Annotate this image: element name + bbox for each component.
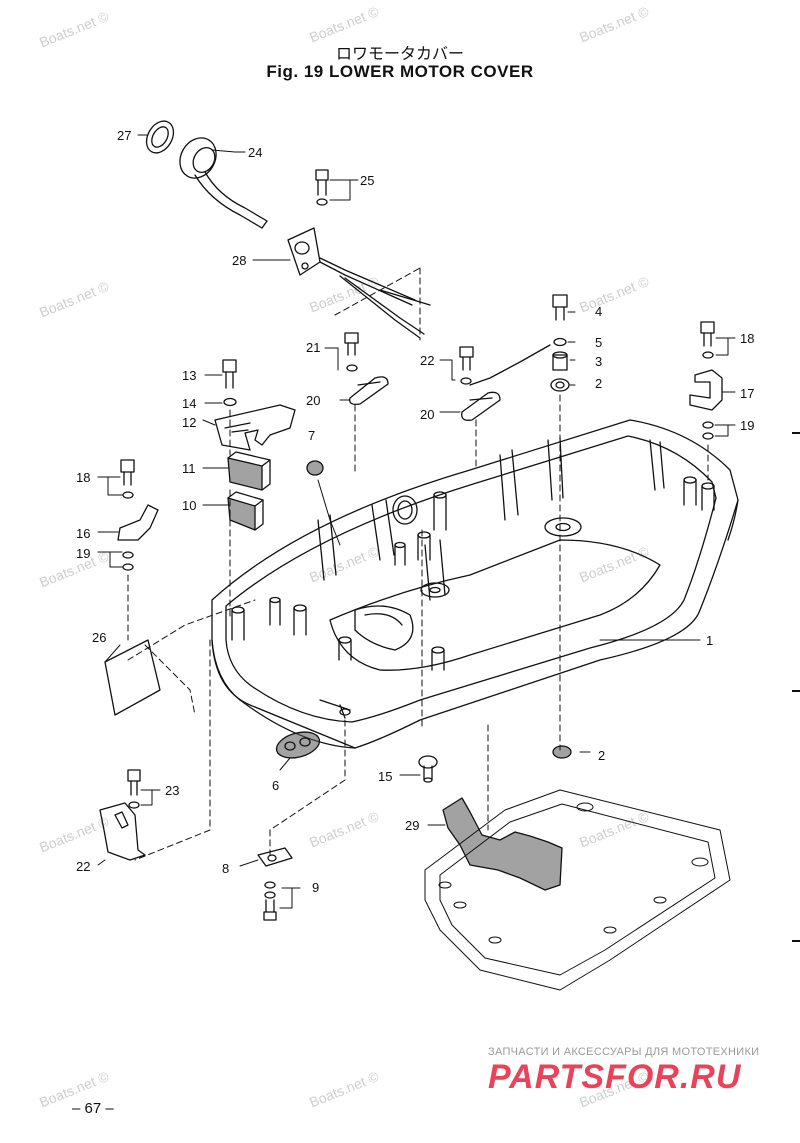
bracket-part xyxy=(214,404,296,451)
callout-3: 3 xyxy=(595,354,602,369)
bolt-part xyxy=(263,881,277,921)
callout-18: 18 xyxy=(76,470,90,485)
edge-mark xyxy=(792,940,800,942)
bolt-part xyxy=(222,359,237,407)
callout-17: 17 xyxy=(740,386,754,401)
callout-23: 23 xyxy=(165,783,179,798)
callout-28: 28 xyxy=(232,253,246,268)
callout-22: 22 xyxy=(76,859,90,874)
callout-numbers: 1 2 2 3 4 5 6 7 8 9 10 11 12 13 14 15 16… xyxy=(76,128,754,895)
callout-19: 19 xyxy=(740,418,754,433)
footer-tagline: ЗАПЧАСТИ И АКСЕССУАРЫ ДЛЯ МОТОТЕХНИКИ xyxy=(488,1046,760,1058)
bolt-part xyxy=(344,332,359,372)
figure-title: Fig. 19 LOWER MOTOR COVER xyxy=(266,62,534,81)
bracket-part xyxy=(689,369,723,411)
cable-holder-part xyxy=(461,391,501,421)
lower-motor-cover-part xyxy=(211,419,739,749)
rubber-mount-part xyxy=(275,731,321,759)
leader-lines xyxy=(97,134,736,909)
callout-19: 19 xyxy=(76,546,90,561)
callout-18: 18 xyxy=(740,331,754,346)
cable-holder-part xyxy=(349,376,389,406)
callout-5: 5 xyxy=(595,335,602,350)
cable-clamp-part xyxy=(287,227,431,339)
seal-part xyxy=(442,797,563,891)
callout-9: 9 xyxy=(312,880,319,895)
callout-22: 22 xyxy=(420,353,434,368)
bolt-part xyxy=(700,321,715,440)
gasket-plate-part xyxy=(424,789,731,991)
callout-4: 4 xyxy=(595,304,602,319)
page-number: – 67 – xyxy=(72,1100,114,1117)
callout-2: 2 xyxy=(598,748,605,763)
callout-14: 14 xyxy=(182,396,196,411)
callout-10: 10 xyxy=(182,498,196,513)
callout-27: 27 xyxy=(117,128,131,143)
callout-12: 12 xyxy=(182,415,196,430)
callout-25: 25 xyxy=(360,173,374,188)
callout-6: 6 xyxy=(272,778,279,793)
callout-21: 21 xyxy=(306,340,320,355)
grommet-part xyxy=(306,460,324,476)
bracket-part xyxy=(117,504,159,541)
bracket-part xyxy=(257,847,293,867)
bracket-part xyxy=(99,802,146,861)
nut-part xyxy=(552,745,572,759)
callout-20: 20 xyxy=(306,393,320,408)
bolt-part xyxy=(550,294,570,392)
callout-11: 11 xyxy=(182,461,196,476)
callout-13: 13 xyxy=(182,368,196,383)
callout-7: 7 xyxy=(308,428,315,443)
callout-16: 16 xyxy=(76,526,90,541)
bolt-part xyxy=(127,769,141,809)
grommet-part xyxy=(145,120,268,229)
callout-26: 26 xyxy=(92,630,106,645)
callout-24: 24 xyxy=(248,145,262,160)
bolt-part xyxy=(315,169,329,206)
title-japanese: ロワモータカバー xyxy=(335,44,464,63)
alignment-lines xyxy=(127,267,709,861)
callout-15: 15 xyxy=(378,769,392,784)
callout-1: 1 xyxy=(706,633,713,648)
bolt-part xyxy=(459,344,551,386)
bolt-part xyxy=(120,459,135,571)
callout-29: 29 xyxy=(405,818,419,833)
edge-mark xyxy=(792,690,800,692)
bolt-part xyxy=(418,755,438,783)
edge-mark xyxy=(792,432,800,434)
callout-2: 2 xyxy=(595,376,602,391)
brand-logo: PARTSFOR.RU xyxy=(488,1058,742,1096)
rubber-mount-part xyxy=(227,451,271,531)
callout-20: 20 xyxy=(420,407,434,422)
label-plate-part xyxy=(104,639,161,716)
callout-8: 8 xyxy=(222,861,229,876)
